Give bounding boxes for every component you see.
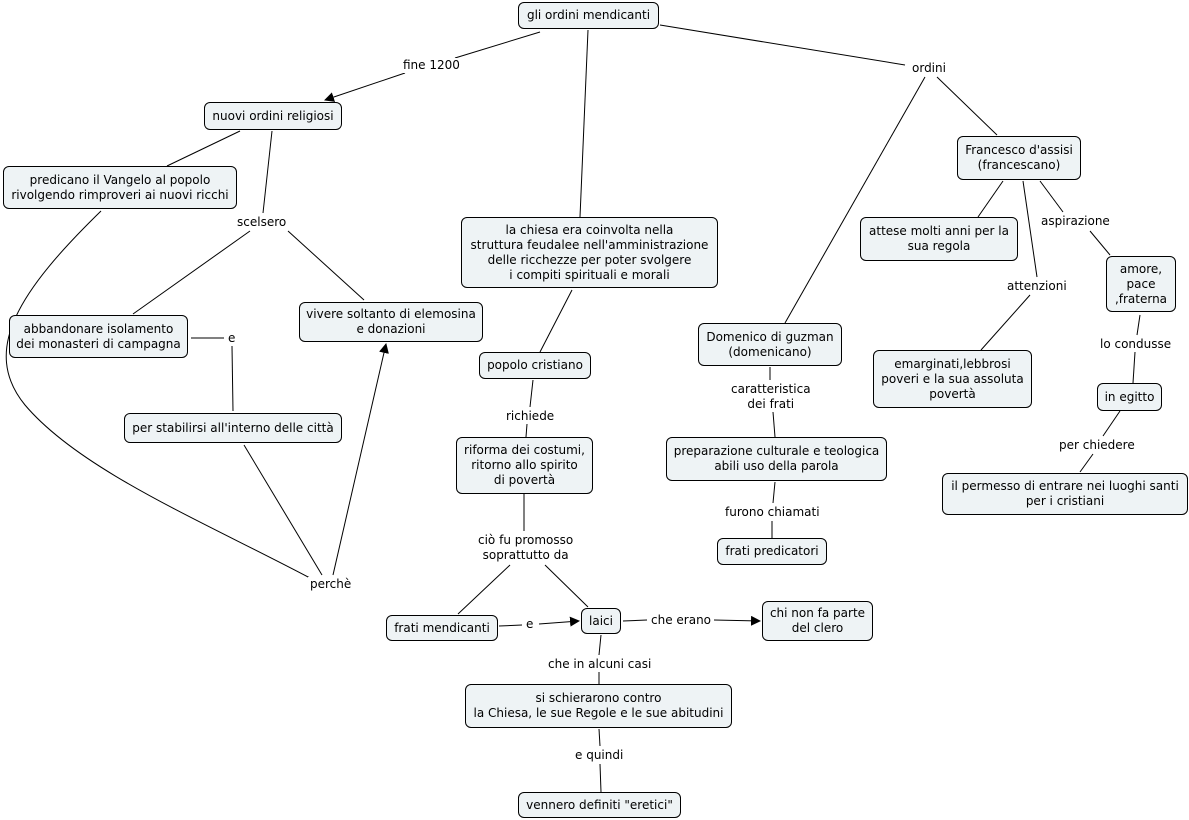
concept-emarginati[interactable]: emarginati,lebbrosi poveri e la sua asso… bbox=[873, 350, 1032, 408]
concept-egitto[interactable]: in egitto bbox=[1097, 383, 1162, 411]
line-laici-alcunicasi bbox=[598, 634, 602, 656]
link-caratteristica[interactable]: caratteristica dei frati bbox=[729, 382, 813, 412]
link-condusse[interactable]: lo condusse bbox=[1098, 337, 1174, 352]
line-e-laici bbox=[538, 616, 580, 627]
line-nuovi-predicano bbox=[166, 130, 241, 167]
link-quindi[interactable]: e quindi bbox=[573, 748, 626, 763]
link-e-1[interactable]: e bbox=[226, 331, 238, 346]
concept-attese[interactable]: attese molti anni per la sua regola bbox=[860, 217, 1018, 261]
link-alcuni-casi[interactable]: che in alcuni casi bbox=[546, 657, 654, 672]
concept-predicatori[interactable]: frati predicatori bbox=[717, 538, 827, 565]
concept-abbandonare[interactable]: abbandonare isolamento dei monasteri di … bbox=[9, 315, 188, 358]
line-root-ordini bbox=[659, 24, 906, 66]
line-frati-e bbox=[498, 624, 523, 627]
concept-frati-mendicanti[interactable]: frati mendicanti bbox=[386, 615, 498, 641]
line-francesco-attese bbox=[977, 180, 1004, 218]
link-richiede[interactable]: richiede bbox=[504, 409, 557, 424]
line-caratteristica-preparazione bbox=[772, 411, 776, 438]
concept-chi-non[interactable]: chi non fa parte del clero bbox=[762, 601, 873, 641]
line-francesco-aspirazione bbox=[1039, 180, 1064, 213]
concept-schierarono[interactable]: si schierarono contro la Chiesa, le sue … bbox=[465, 684, 732, 728]
line-laici-cheerano bbox=[622, 619, 648, 622]
concept-amore[interactable]: amore, pace ,fraterna bbox=[1106, 256, 1176, 312]
line-root-fine1200 bbox=[454, 31, 541, 59]
line-quindi-eretici bbox=[599, 763, 602, 793]
line-francesco-attenzioni bbox=[1022, 180, 1038, 278]
line-e-stabilirsi bbox=[231, 345, 234, 412]
line-ordini-domenico bbox=[784, 76, 926, 324]
line-chiedere-permesso bbox=[1079, 453, 1094, 473]
concept-nuovi-ordini[interactable]: nuovi ordini religiosi bbox=[204, 102, 342, 130]
link-attenzioni[interactable]: attenzioni bbox=[1005, 279, 1069, 294]
line-promosso-laici bbox=[544, 564, 589, 608]
line-egitto-chiedere bbox=[1102, 410, 1121, 437]
concept-popolo[interactable]: popolo cristiano bbox=[479, 352, 591, 379]
concept-stabilirsi[interactable]: per stabilirsi all'interno delle città bbox=[124, 413, 342, 443]
line-schierarono-quindi bbox=[598, 728, 601, 747]
link-scelsero[interactable]: scelsero bbox=[235, 215, 289, 230]
line-amore-condusse bbox=[1136, 314, 1141, 336]
line-perche-vivere bbox=[332, 343, 389, 576]
link-chiedere[interactable]: per chiedere bbox=[1057, 438, 1137, 453]
line-nuovi-scelsero bbox=[262, 130, 273, 214]
line-predicano-perche bbox=[5, 210, 311, 579]
concept-vivere[interactable]: vivere soltanto di elemosina e donazioni bbox=[299, 302, 483, 342]
concept-predicano[interactable]: predicano il Vangelo al popolo rivolgend… bbox=[3, 166, 237, 209]
link-fine1200[interactable]: fine 1200 bbox=[401, 58, 462, 73]
line-preparazione-furono bbox=[772, 481, 776, 504]
line-stabilirsi-perche bbox=[243, 444, 323, 576]
concept-domenico[interactable]: Domenico di guzman (domenicano) bbox=[698, 323, 842, 366]
line-popolo-richiede bbox=[529, 379, 534, 408]
link-aspirazione[interactable]: aspirazione bbox=[1039, 214, 1112, 229]
link-che-erano[interactable]: che erano bbox=[649, 613, 714, 628]
link-promosso[interactable]: ciò fu promosso soprattutto da bbox=[476, 533, 576, 563]
line-fine1200-nuovi bbox=[324, 72, 406, 102]
concept-riforma[interactable]: riforma dei costumi, ritorno allo spirit… bbox=[456, 437, 593, 494]
line-richiede-riforma bbox=[525, 423, 528, 438]
line-scelsero-vivere bbox=[287, 230, 365, 301]
link-e-2[interactable]: e bbox=[524, 617, 536, 632]
link-perche[interactable]: perchè bbox=[308, 577, 354, 592]
line-attenzioni-emarginati bbox=[980, 294, 1031, 351]
concept-francesco[interactable]: Francesco d'assisi (francescano) bbox=[957, 136, 1081, 180]
concept-permesso[interactable]: il permesso di entrare nei luoghi santi … bbox=[942, 473, 1188, 515]
line-scelsero-abbandonare bbox=[132, 230, 251, 315]
line-chiesa-popolo bbox=[539, 289, 573, 353]
concept-preparazione[interactable]: preparazione culturale e teologica abili… bbox=[666, 437, 887, 481]
line-cheerano-chinon bbox=[713, 615, 761, 626]
line-aspirazione-amore bbox=[1089, 230, 1111, 256]
line-condusse-egitto bbox=[1132, 351, 1136, 384]
link-furono[interactable]: furono chiamati bbox=[723, 505, 822, 520]
concept-laici[interactable]: laici bbox=[581, 608, 621, 634]
line-root-chiesa bbox=[579, 29, 589, 218]
line-ordini-francesco bbox=[936, 76, 998, 136]
concept-root[interactable]: gli ordini mendicanti bbox=[518, 2, 659, 29]
link-ordini[interactable]: ordini bbox=[910, 61, 948, 76]
line-promosso-frati bbox=[457, 564, 511, 615]
concept-chiesa[interactable]: la chiesa era coinvolta nella struttura … bbox=[461, 217, 718, 288]
concept-eretici[interactable]: vennero definiti "eretici" bbox=[518, 792, 681, 818]
